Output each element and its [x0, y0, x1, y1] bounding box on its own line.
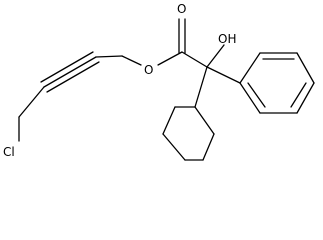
phenyl-inner-line-2: [290, 82, 307, 108]
triple-bond-line-2: [46, 61, 100, 93]
cyclohexyl-bond-6: [194, 106, 215, 135]
bond-quaternary-carbon-to-phenyl: [206, 66, 241, 84]
chlorine-label: Cl: [3, 145, 15, 159]
phenyl-bond-4: [296, 82, 315, 114]
cyclohexyl-bond-2: [162, 106, 176, 135]
ester-oxygen-label: O: [144, 63, 153, 77]
carbonyl-oxygen-label: O: [177, 2, 186, 16]
bond-c3-ch2: [95, 55, 123, 58]
phenyl-bond-6: [239, 82, 261, 114]
bond-ester-oxygen-carbonyl-carbon: [157, 51, 183, 66]
triple-bond-line-3: [40, 51, 94, 83]
cyclohexyl-bond-5: [202, 133, 215, 161]
bond-quaternary-carbon-to-cyclohexyl: [194, 66, 208, 108]
phenyl-inner-line-3: [247, 82, 266, 108]
cyclohexyl-bond-3: [162, 133, 186, 161]
triple-bond-line-1: [43, 56, 97, 88]
hydroxyl-label: OH: [218, 32, 236, 46]
chemical-structure-diagram: O O OH Cl: [3, 2, 315, 161]
bond-quaternary-carbon-to-hydroxyl: [206, 44, 225, 68]
phenyl-bond-1: [239, 52, 261, 84]
bond-c1-c2: [18, 86, 45, 118]
phenyl-bond-3: [296, 52, 315, 84]
bond-carbonyl-carbon-to-quaternary-carbon: [181, 51, 208, 68]
bond-ch2-ester-oxygen: [121, 55, 142, 66]
